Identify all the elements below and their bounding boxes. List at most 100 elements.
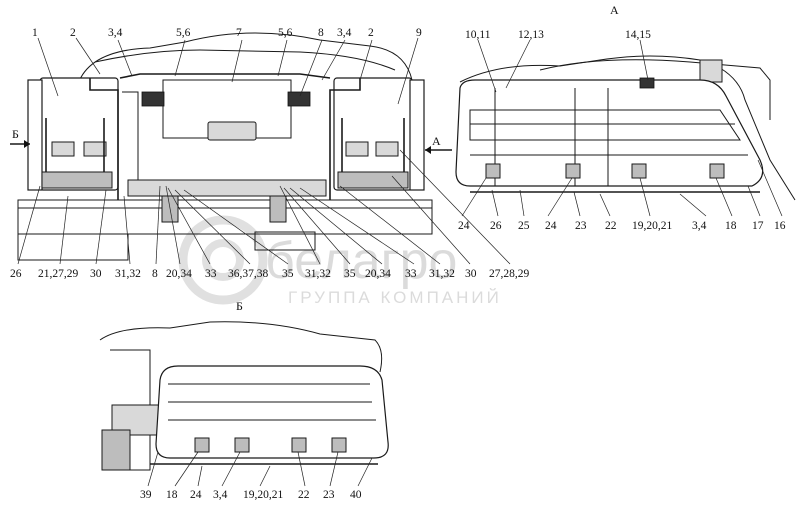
callout: 5,6: [176, 27, 191, 39]
filler-cap: [639, 77, 655, 89]
fuel-tank-side-b: [155, 365, 389, 459]
frame-rail-left: [17, 233, 129, 261]
callout: 18: [166, 489, 178, 501]
callout: 30: [90, 268, 102, 280]
fender-contour: [459, 55, 796, 201]
callout: 31,32: [115, 268, 141, 280]
front-top-leaders: [37, 37, 419, 105]
arrow-a-label: А: [432, 134, 441, 148]
side-view-a: А А: [425, 3, 796, 232]
callout: 26: [490, 220, 502, 232]
fuel-tank-side-a: [455, 79, 764, 187]
watermark: белагро ГРУППА КОМПАНИЙ: [178, 215, 502, 307]
callout: 23: [575, 220, 587, 232]
left-box-wall: [27, 79, 43, 191]
strap-clip-b4: [331, 437, 347, 453]
callout: 24: [458, 220, 470, 232]
callout: 16: [774, 220, 786, 232]
fender-contour-b: [99, 321, 383, 373]
callout: 1: [32, 27, 38, 39]
callout: 24: [545, 220, 557, 232]
strap-clip-3: [631, 163, 647, 179]
left-latch-a: [51, 141, 75, 157]
callout: 7: [236, 27, 242, 39]
fender-contour-upper: [539, 59, 771, 120]
callout: 19,20,21: [243, 489, 284, 501]
frame-rail: [17, 199, 433, 235]
right-mount-bracket: [337, 171, 409, 189]
tank-rib-a: [469, 109, 741, 141]
side-a-callouts: 10,11 12,13 14,15 24 26 25 24 23 22 19,2…: [458, 29, 786, 232]
right-clamp: [287, 91, 311, 107]
left-mount-bracket: [41, 171, 113, 189]
callout: 26: [10, 268, 22, 280]
callout: 25: [518, 220, 530, 232]
strap-clip-2: [565, 163, 581, 179]
callout: 33: [205, 268, 217, 280]
front-view: Б: [10, 27, 530, 313]
strap-clip-b1: [194, 437, 210, 453]
callout: 19,20,21: [632, 220, 673, 232]
watermark-brand: белагро: [265, 232, 457, 290]
callout: 33: [405, 268, 417, 280]
callout: 24: [190, 489, 202, 501]
front-bottom-leaders: [17, 149, 511, 265]
front-bottom-callouts: 26 21,27,29 30 31,32 8 20,34 33 36,37,38…: [10, 268, 530, 280]
callout: 17: [752, 220, 764, 232]
arrow-b-label: Б: [12, 127, 19, 141]
callout: 20,34: [365, 268, 391, 280]
side-a-leaders: [461, 39, 783, 217]
callout: 5,6: [278, 27, 293, 39]
view-b-marker: Б: [236, 299, 243, 313]
callout: 2: [70, 27, 76, 39]
callout: 21,27,29: [38, 268, 79, 280]
callout: 3,4: [337, 27, 352, 39]
side-b-callouts: 39 18 24 3,4 19,20,21 22 23 40: [140, 489, 362, 501]
callout: 9: [416, 27, 422, 39]
callout: 31,32: [429, 268, 455, 280]
right-pipe: [329, 78, 361, 200]
strap-clip-4: [709, 163, 725, 179]
cab-contour: [77, 32, 413, 85]
right-latch-b: [375, 141, 399, 157]
callout: 22: [605, 220, 617, 232]
callout: 22: [298, 489, 310, 501]
callout: 40: [350, 489, 362, 501]
cab-contour-inner: [94, 49, 396, 71]
callout: 12,13: [518, 29, 544, 41]
watermark-tagline: ГРУППА КОМПАНИЙ: [288, 288, 502, 307]
strap-top: [119, 73, 331, 79]
callout: 36,37,38: [228, 268, 269, 280]
callout: 35: [282, 268, 294, 280]
left-clamp: [141, 91, 165, 107]
callout: 20,34: [166, 268, 192, 280]
center-lock: [207, 121, 257, 141]
callout: 35: [344, 268, 356, 280]
front-top-callouts: 1 2 3,4 5,6 7 5,6 8 3,4 2 9: [32, 27, 422, 39]
watermark-logo-core: [202, 239, 244, 281]
view-a-title: А: [610, 3, 619, 17]
side-view-b: 39 18 24 3,4 19,20,21 22 23 40: [99, 321, 389, 501]
callout: 18: [725, 220, 737, 232]
callout: 3,4: [108, 27, 123, 39]
callout: 39: [140, 489, 152, 501]
callout: 31,32: [305, 268, 331, 280]
left-latch-b: [83, 141, 107, 157]
callout: 3,4: [692, 220, 707, 232]
callout: 14,15: [625, 29, 651, 41]
left-pipe: [89, 78, 119, 200]
callout: 2: [368, 27, 374, 39]
frame-support-right: [254, 231, 316, 251]
right-latch-a: [345, 141, 369, 157]
strap-clip-b2: [234, 437, 250, 453]
strap-clip-b3: [291, 437, 307, 453]
callout: 8: [318, 27, 324, 39]
callout: 3,4: [213, 489, 228, 501]
right-box-wall: [409, 79, 425, 191]
watermark-logo-ring: [178, 215, 268, 305]
callout: 23: [323, 489, 335, 501]
callout: 30: [465, 268, 477, 280]
step-b: [101, 429, 131, 471]
